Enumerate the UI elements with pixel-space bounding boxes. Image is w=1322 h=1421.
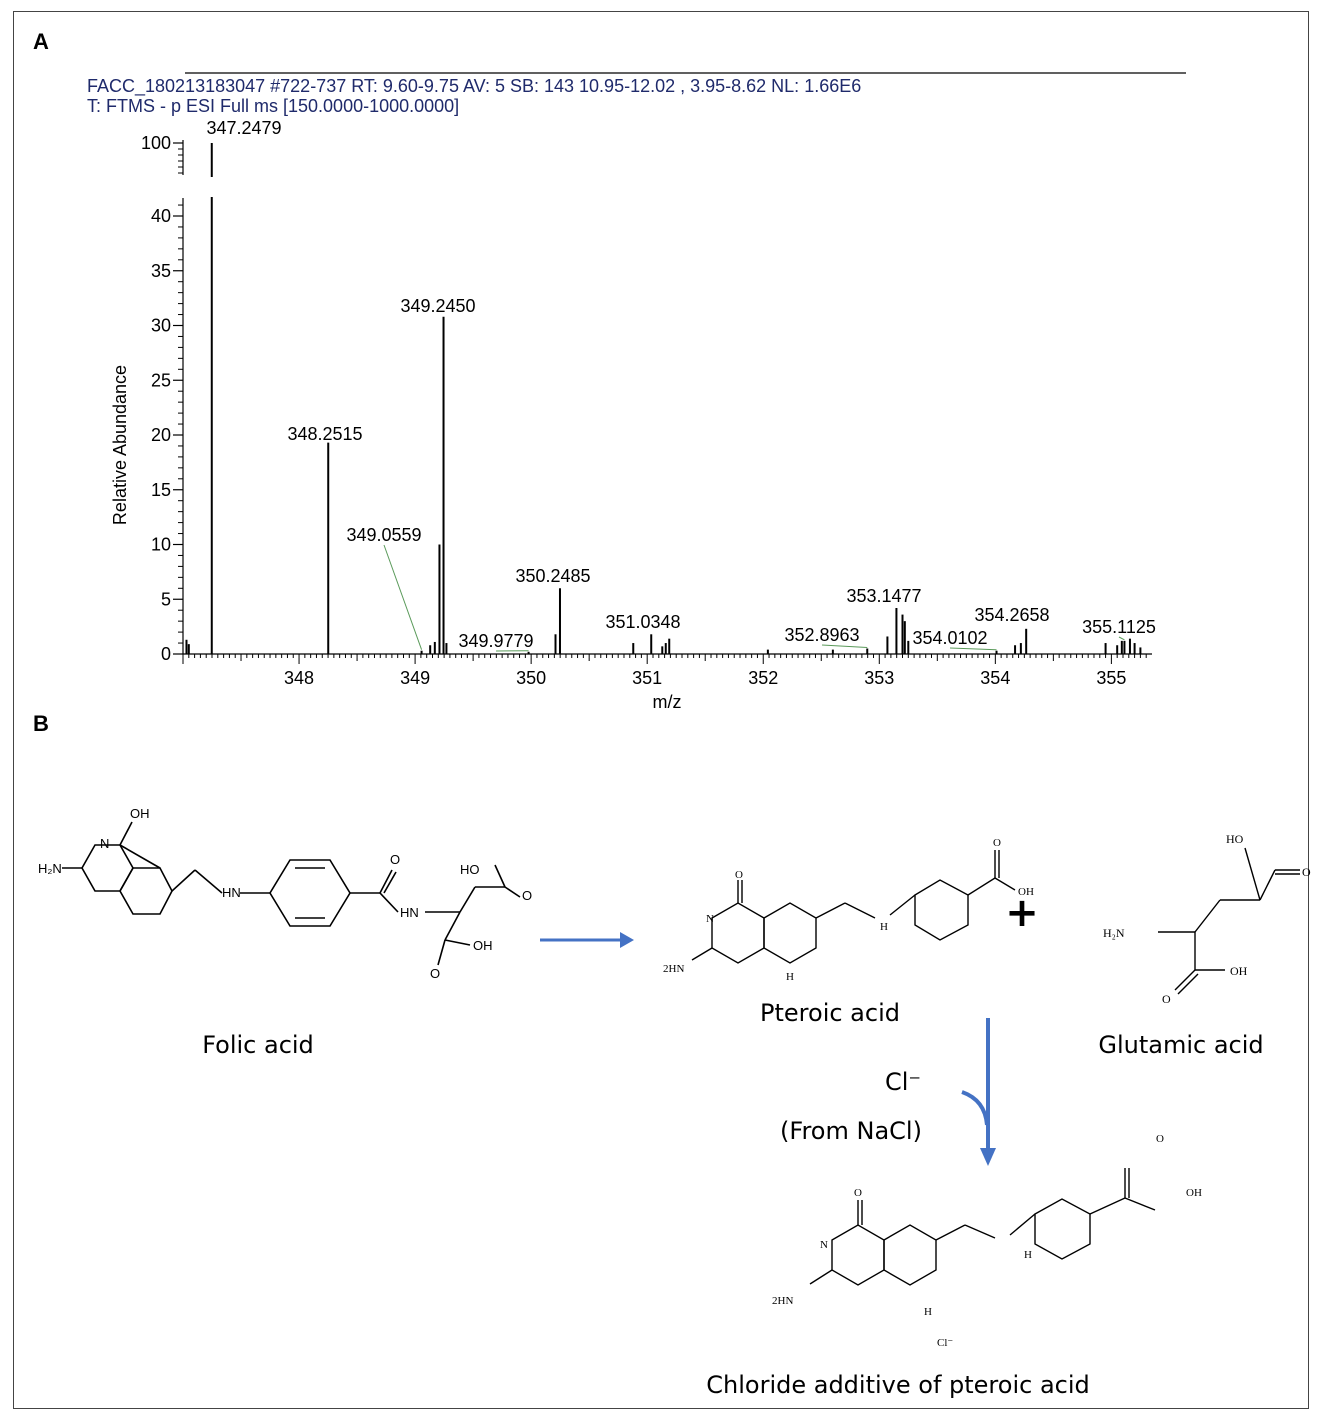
y-tick-label: 40 — [151, 206, 171, 226]
peak-label: 355.1125 — [1082, 617, 1156, 637]
chart-peaks — [185, 143, 1142, 654]
peak-label: 348.2515 — [287, 424, 362, 444]
x-tick-label: 348 — [284, 668, 314, 688]
chart-axes: 0 5 10 15 20 25 30 35 40 100 348 349 350 351 352 353 354… — [141, 133, 1152, 688]
x-tick-label: 351 — [632, 668, 662, 688]
y-tick-label: 25 — [151, 370, 171, 390]
y-tick-label: 100 — [141, 133, 171, 153]
peak-label: 349.2450 — [400, 296, 475, 316]
peak-label: 350.2485 — [515, 566, 590, 586]
panel-label-a: A — [33, 29, 49, 54]
x-tick-label: 349 — [400, 668, 430, 688]
x-axis-label: m/z — [653, 692, 682, 712]
x-tick-label: 352 — [748, 668, 778, 688]
y-tick-label: 15 — [151, 480, 171, 500]
peak-leader-line — [1118, 636, 1125, 641]
peak-label: 347.2479 — [206, 118, 281, 138]
peak-label: 354.0102 — [912, 628, 987, 648]
figure-frame — [13, 11, 1309, 1409]
peak-leader-line — [821, 644, 868, 649]
peak-label: 352.8963 — [784, 625, 859, 645]
peak-label: 354.2658 — [974, 605, 1049, 625]
y-tick-label: 0 — [161, 644, 171, 664]
chart-peak-labels: 347.2479 348.2515 349.2450 349.0559 350.2485… — [206, 118, 1156, 652]
mass-spectrum-chart: A FACC_180213183047 #722-737 RT: 9.60-9.… — [33, 29, 1186, 712]
y-tick-label: 35 — [151, 261, 171, 281]
y-tick-label: 20 — [151, 425, 171, 445]
peak-label: 353.1477 — [846, 586, 921, 606]
peak-leader-line — [383, 544, 423, 650]
spectrum-header-line-1: FACC_180213183047 #722-737 RT: 9.60-9.75… — [87, 76, 861, 97]
peak-label: 349.9779 — [458, 631, 533, 651]
y-tick-label: 30 — [151, 316, 171, 336]
peak-label: 349.0559 — [346, 525, 421, 545]
x-tick-label: 355 — [1096, 668, 1126, 688]
peak-leader-line — [949, 647, 997, 651]
spectrum-header-line-2: T: FTMS - p ESI Full ms [150.0000-1000.0… — [87, 96, 459, 116]
y-axis-label: Relative Abundance — [110, 365, 130, 525]
peak-label: 351.0348 — [605, 612, 680, 632]
y-tick-label: 10 — [151, 535, 171, 555]
x-tick-label: 350 — [516, 668, 546, 688]
x-tick-label: 354 — [980, 668, 1010, 688]
y-tick-label: 5 — [161, 589, 171, 609]
x-tick-label: 353 — [864, 668, 894, 688]
